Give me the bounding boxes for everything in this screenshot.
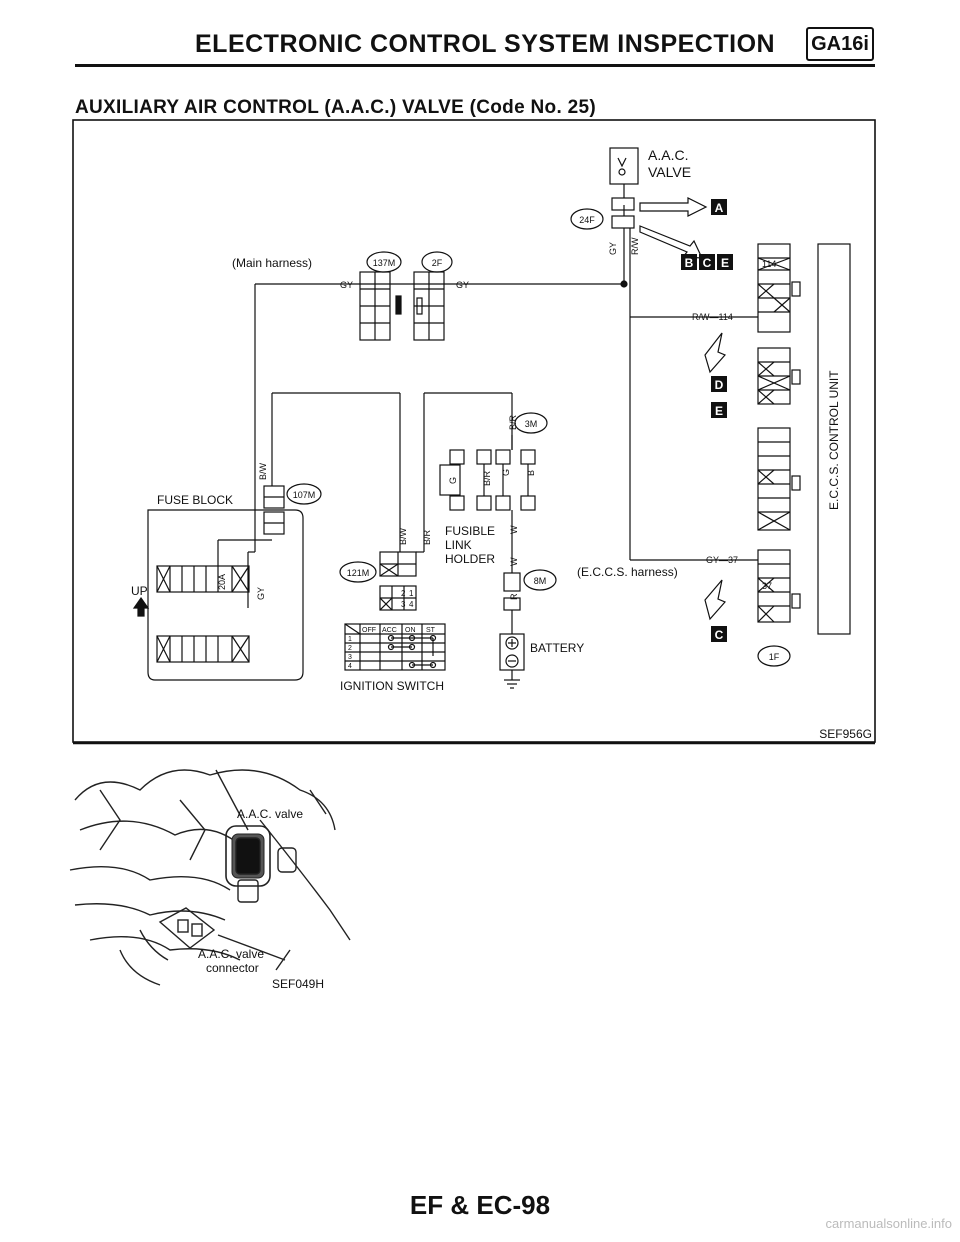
letter-box-e: E	[711, 402, 727, 418]
pin-37: 37	[762, 581, 772, 591]
fusible-link-label-1: FUSIBLE	[445, 524, 495, 538]
svg-text:C: C	[715, 628, 724, 642]
svg-text:1: 1	[409, 589, 414, 598]
wire-label-rw-114: R/W—114	[692, 312, 733, 322]
connector-body	[158, 907, 216, 949]
valve-body	[225, 825, 271, 887]
letter-box-d: D	[711, 376, 727, 392]
battery-label: BATTERY	[530, 641, 584, 655]
svg-text:E: E	[721, 256, 729, 270]
svg-text:ST: ST	[426, 627, 436, 634]
svg-text:W: W	[509, 557, 519, 566]
svg-text:B/R: B/R	[422, 529, 432, 545]
svg-text:3: 3	[348, 654, 352, 661]
wiring-diagram: A B C E D E C A.A.C. VALVE (Main harness…	[72, 119, 876, 745]
wire-label-gy-2: GY	[456, 280, 469, 290]
fusible-link-label-2: LINK	[445, 538, 472, 552]
header-rule	[75, 64, 875, 67]
svg-text:R/W: R/W	[630, 237, 640, 255]
svg-text:B: B	[685, 256, 694, 270]
svg-text:OFF: OFF	[362, 627, 376, 634]
wire-label-gy-1: GY	[340, 280, 353, 290]
aac-valve-photo: A.A.C. valve A.A.C. valve connector SEF0…	[69, 769, 351, 991]
connector-137m: 137M	[373, 258, 396, 268]
ecs-harness-label: (E.C.C.S. harness)	[577, 565, 678, 579]
svg-text:1: 1	[348, 636, 352, 643]
letter-box-c: C	[711, 626, 727, 642]
svg-text:R: R	[509, 593, 519, 600]
wire-label-gy-37: GY—37	[706, 555, 738, 565]
svg-text:W: W	[509, 525, 519, 534]
svg-text:B/W: B/W	[258, 462, 268, 480]
svg-text:G: G	[448, 477, 458, 484]
svg-text:B: B	[526, 470, 536, 476]
diagram-code: SEF956G	[819, 727, 872, 741]
arrow-to-box-d	[704, 332, 726, 374]
svg-text:B/R: B/R	[482, 470, 492, 486]
watermark: carmanualsonline.info	[825, 1216, 952, 1231]
letter-box-e-top: E	[717, 254, 733, 270]
svg-text:ON: ON	[405, 627, 416, 634]
svg-text:3: 3	[401, 600, 406, 609]
svg-text:4: 4	[348, 663, 352, 670]
svg-text:2: 2	[401, 589, 406, 598]
page-number: EF & EC-98	[409, 1190, 551, 1220]
photo-label-connector-2: connector	[206, 961, 259, 975]
svg-text:G: G	[501, 469, 511, 476]
svg-text:B/R: B/R	[508, 414, 518, 430]
main-harness-label: (Main harness)	[232, 256, 312, 270]
svg-text:C: C	[703, 256, 712, 270]
svg-text:GY: GY	[256, 587, 266, 600]
svg-text:D: D	[715, 378, 724, 392]
ecu-unit-box	[817, 243, 851, 635]
letter-box-c-top: C	[699, 254, 715, 270]
photo-label-connector-1: A.A.C. valve	[198, 947, 264, 961]
ignition-switch-label: IGNITION SWITCH	[340, 679, 444, 693]
svg-text:B/W: B/W	[398, 527, 408, 545]
page-header-title: ELECTRONIC CONTROL SYSTEM INSPECTION	[195, 30, 776, 58]
connector-1f: 1F	[769, 652, 780, 662]
fusible-link-label-3: HOLDER	[445, 552, 495, 566]
connector-2f: 2F	[432, 258, 443, 268]
svg-text:4: 4	[409, 600, 414, 609]
arrow-to-box-c	[704, 579, 726, 621]
svg-text:A: A	[715, 201, 724, 215]
aac-valve-label-2: VALVE	[648, 164, 691, 180]
arrow-to-box-a	[639, 197, 708, 217]
ignition-switch-table	[344, 623, 446, 671]
ecu-label: E.C.C.S. CONTROL UNIT	[827, 370, 841, 510]
svg-text:E: E	[715, 404, 723, 418]
photo-label-valve: A.A.C. valve	[237, 807, 303, 821]
aac-valve-label-1: A.A.C.	[648, 147, 688, 163]
svg-text:2: 2	[348, 645, 352, 652]
connector-121m: 121M	[347, 568, 370, 578]
section-title: AUXILIARY AIR CONTROL (A.A.C.) VALVE (Co…	[75, 97, 596, 118]
photo-code: SEF049H	[272, 977, 324, 991]
svg-text:GY: GY	[608, 242, 618, 255]
connector-107m: 107M	[293, 490, 316, 500]
engine-code-badge: GA16i	[806, 27, 874, 61]
pin-114: 114	[762, 259, 776, 269]
fuse-block-label: FUSE BLOCK	[157, 493, 233, 507]
fuse-block-outline	[147, 509, 304, 681]
letter-box-a: A	[711, 199, 727, 215]
ecu-connector-1	[757, 243, 791, 333]
svg-text:ACC: ACC	[382, 627, 397, 634]
fuse-rating-label: 20A	[217, 574, 227, 590]
up-label: UP	[131, 584, 148, 598]
letter-box-b: B	[681, 254, 697, 270]
ecu-connector-3	[757, 427, 791, 531]
connector-8m: 8M	[534, 576, 547, 586]
connector-24f: 24F	[579, 215, 595, 225]
connector-3m: 3M	[525, 419, 538, 429]
